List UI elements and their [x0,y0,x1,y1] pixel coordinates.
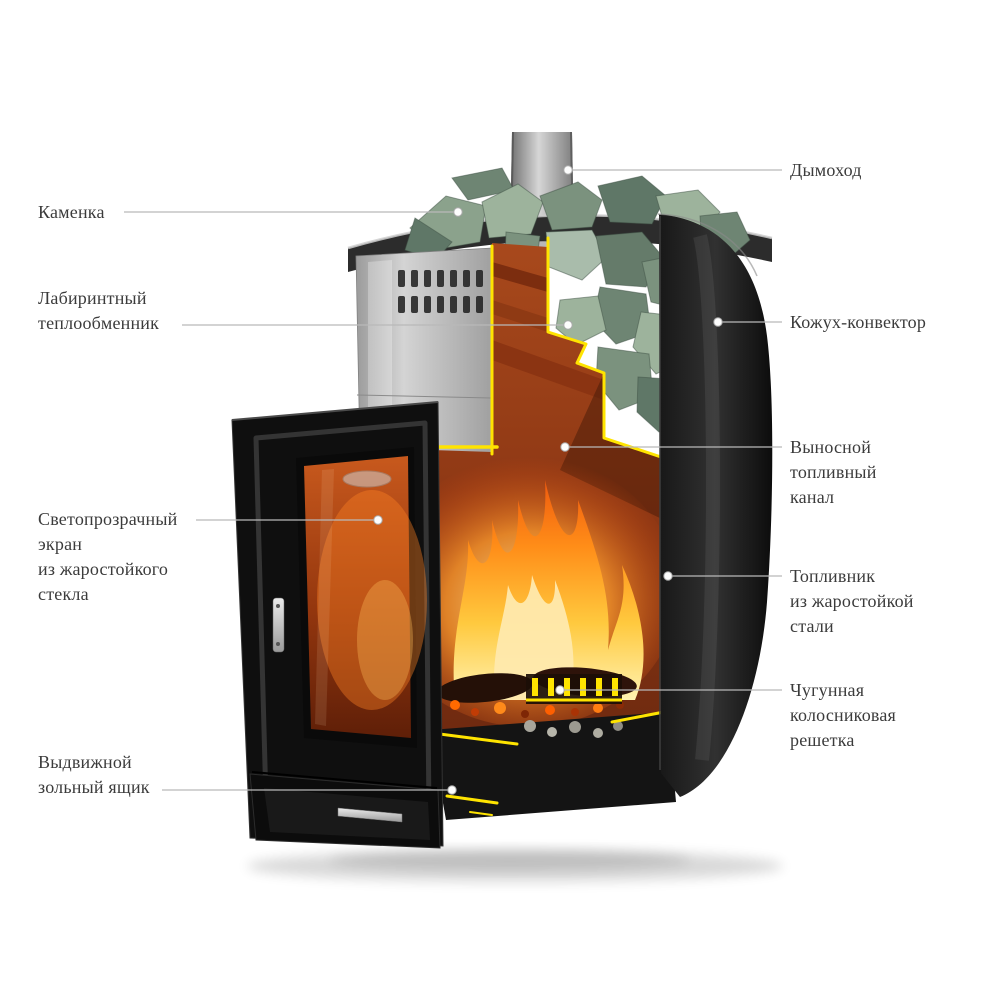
vent-slots [398,270,483,313]
steel-side-panel [355,247,493,457]
label-chimney: Дымоход [790,160,862,180]
door-handle[interactable] [272,597,285,653]
label-ash-drawer: Выдвижной зольный ящик [38,752,150,797]
label-steel-firebox: Топливник из жаростойкой стали [790,566,914,636]
label-fuel-channel: Выносной топливный канал [790,437,877,507]
convector-casing [657,213,773,797]
label-labyrinth-exchanger: Лабиринтный теплообменник [38,288,160,333]
leader-lines [124,169,782,791]
label-glass-screen: Светопрозрачный экран из жаростойкого ст… [38,509,178,604]
drawer-handle[interactable] [337,807,403,823]
callout-dots [373,165,723,795]
stove-door [231,401,444,847]
stove-base [430,712,676,820]
label-cast-iron-grate: Чугунная колосниковая решетка [790,680,897,750]
brand-emblem [342,470,392,488]
floor-shadow [247,850,783,882]
ash-pebbles [524,720,623,738]
cast-iron-grate [526,674,622,704]
label-stone-compartment: Каменка [38,202,105,222]
door-glass [304,456,411,738]
label-convector-casing: Кожух-конвектор [790,312,927,332]
ash-drawer[interactable] [249,771,441,849]
